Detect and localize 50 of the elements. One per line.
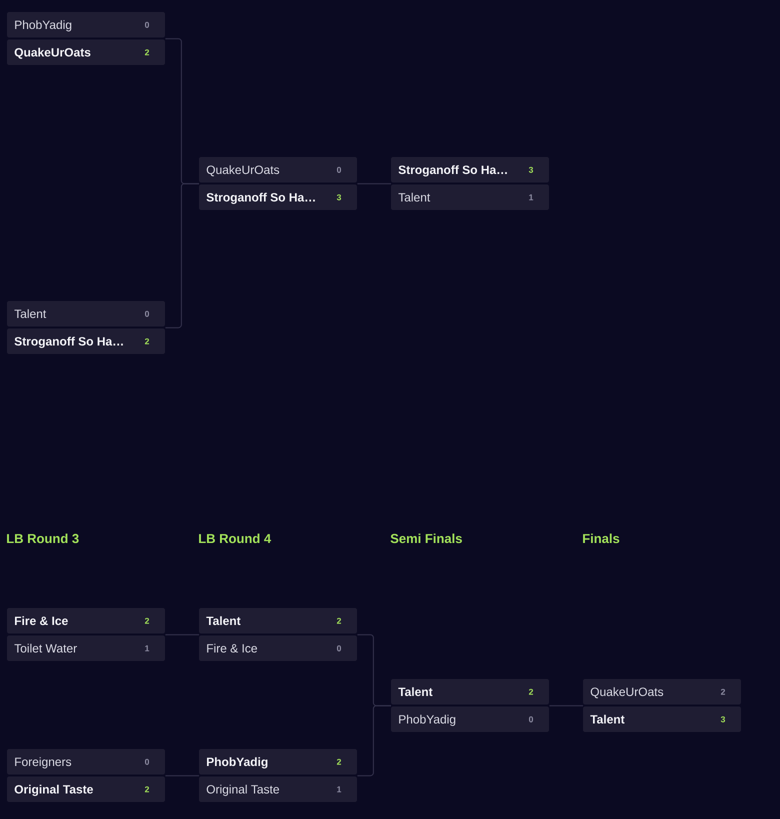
team-name: Toilet Water (14, 644, 77, 653)
score: 3 (336, 194, 342, 200)
team-name: Talent (206, 616, 240, 626)
team-name: PhobYadig (15, 20, 72, 32)
score: 2 (528, 688, 534, 695)
score: 2 (144, 338, 150, 344)
score: 0 (336, 166, 342, 173)
team-name: Original Taste (14, 784, 93, 796)
round-heading: LB Round 4 (199, 534, 272, 544)
team-name: Foreigners (15, 757, 72, 768)
score: 0 (144, 22, 150, 28)
team-name: Stroganoff So Ha… (206, 192, 315, 204)
team-name: Original Taste (206, 784, 280, 796)
connector (164, 634, 200, 636)
team-name: Stroganoff So Ha… (14, 336, 123, 348)
score: 1 (337, 786, 342, 792)
score: 0 (528, 716, 534, 722)
score: 1 (529, 194, 534, 200)
score: 0 (336, 645, 342, 652)
score: 3 (528, 166, 534, 173)
team-name: QuakeUrOats (14, 48, 90, 59)
connector (356, 705, 392, 776)
round-heading: Semi Finals (390, 534, 462, 544)
team-name: Fire & Ice (207, 644, 257, 653)
team-name: QuakeUrOats (206, 165, 280, 176)
score: 2 (336, 618, 342, 624)
team-name: Fire & Ice (15, 616, 68, 626)
round-heading: LB Round 3 (7, 534, 79, 544)
connector (548, 705, 584, 706)
team-name: QuakeUrOats (590, 687, 664, 698)
score: 1 (145, 645, 150, 652)
round-heading: Finals (583, 534, 620, 544)
score: 2 (336, 758, 342, 765)
team-name: Talent (590, 714, 624, 724)
score: 0 (144, 310, 150, 317)
score: 2 (144, 786, 150, 792)
connector (164, 775, 200, 776)
team-name: Talent (398, 192, 430, 202)
team-name: Stroganoff So Ha… (398, 165, 507, 176)
team-name: PhobYadig (207, 757, 268, 768)
connector (164, 183, 200, 328)
score: 2 (144, 49, 150, 56)
score: 0 (144, 758, 150, 765)
score: 3 (720, 716, 726, 722)
score: 2 (144, 618, 150, 624)
team-name: Talent (398, 687, 432, 696)
team-name: Talent (14, 309, 46, 318)
score: 2 (720, 688, 726, 695)
connector (356, 183, 392, 184)
team-name: PhobYadig (399, 714, 456, 726)
